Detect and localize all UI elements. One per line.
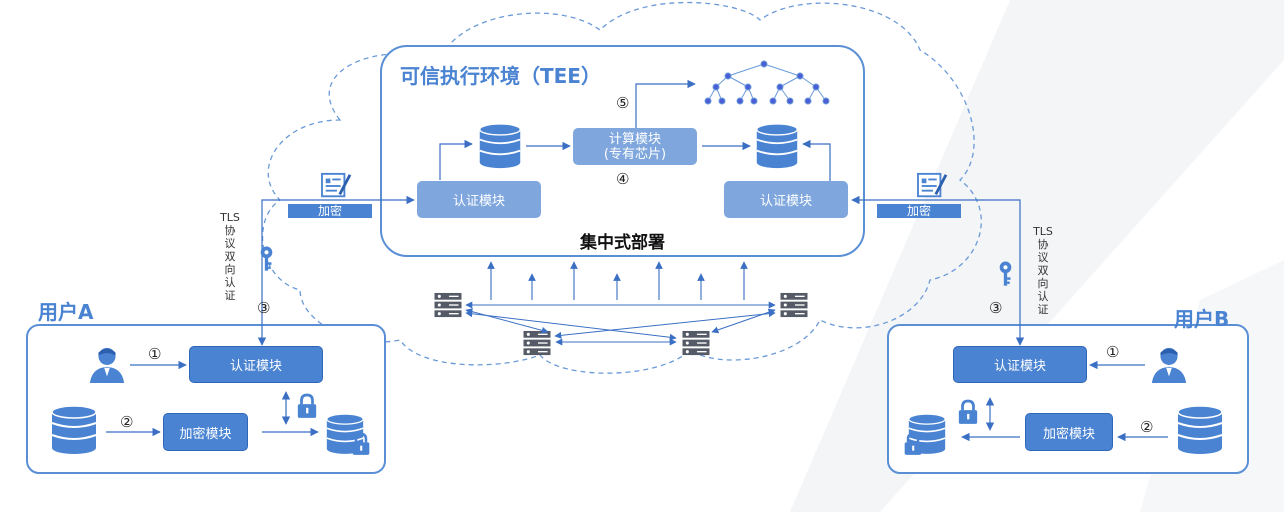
step-2-b: ② <box>1140 418 1154 436</box>
user-a-title: 用户A <box>38 300 94 324</box>
compute-module-label: 计算模块 <box>608 131 661 147</box>
tee-auth-module-right[interactable]: 认证模块 <box>724 181 848 218</box>
user-b-arrows <box>961 360 1168 442</box>
step-1-b: ① <box>1106 343 1120 361</box>
step-3-b: ③ <box>989 299 1003 317</box>
user-a-encrypt-module[interactable]: 加密模块 <box>163 413 248 451</box>
tee-title: 可信执行环境（TEE） <box>400 64 601 88</box>
server-icon <box>522 330 552 356</box>
user-b-title: 用户B <box>1174 307 1230 331</box>
encrypt-label-right: 加密 <box>877 204 961 218</box>
tee-subtitle: 集中式部署 <box>580 233 665 253</box>
encrypt-label-left: 加密 <box>288 204 372 218</box>
database-icon <box>478 123 522 169</box>
database-icon <box>51 405 97 455</box>
database-icon <box>755 123 799 169</box>
step-5: ⑤ <box>616 94 630 112</box>
database-icon <box>1177 405 1223 455</box>
step-1-a: ① <box>148 345 162 363</box>
tee-arrows <box>439 79 831 182</box>
certificate-icon <box>320 172 352 198</box>
server-icon <box>433 292 463 318</box>
server-icon <box>779 292 809 318</box>
user-a-arrows <box>106 360 319 437</box>
tree-icon <box>704 60 830 105</box>
compute-module[interactable]: 计算模块 (专有芯片) <box>573 128 697 165</box>
user-b-auth-module[interactable]: 认证模块 <box>953 346 1087 383</box>
step-4: ④ <box>616 170 630 188</box>
server-icon <box>681 330 711 356</box>
upload-arrows <box>487 261 748 300</box>
user-b-encrypt-module[interactable]: 加密模块 <box>1025 413 1113 451</box>
tee-auth-module-left[interactable]: 认证模块 <box>417 181 541 218</box>
server-links <box>465 301 776 346</box>
user-a-auth-module[interactable]: 认证模块 <box>189 346 323 383</box>
step-3-a: ③ <box>257 299 271 317</box>
step-2-a: ② <box>120 413 134 431</box>
compute-module-chip: (专有芯片) <box>603 146 667 162</box>
tls-links <box>257 195 1025 346</box>
